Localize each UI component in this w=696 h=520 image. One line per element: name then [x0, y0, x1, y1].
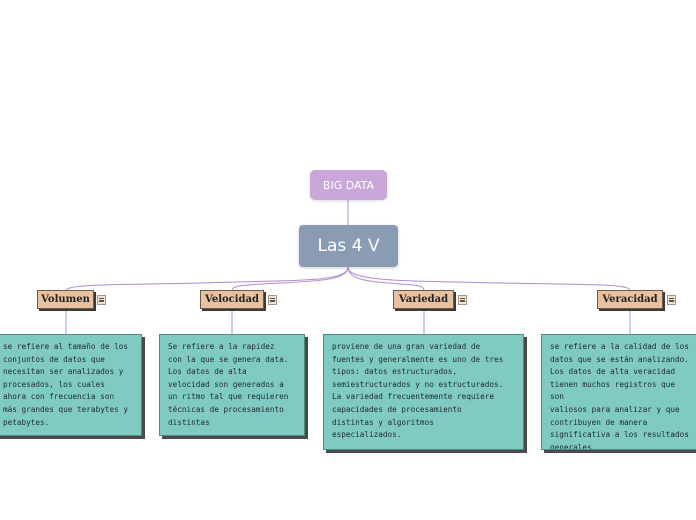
topic-variedad[interactable]: Variedad: [393, 290, 454, 309]
notes-menu-icon[interactable]: [97, 295, 106, 305]
notes-menu-icon[interactable]: [268, 295, 277, 305]
topic-variedad-label: Variedad: [398, 294, 449, 305]
note-veracidad: se refiere a la calidad de los datos que…: [541, 334, 696, 450]
note-volumen: se refiere al tamaño de los conjuntos de…: [0, 334, 142, 436]
main-topic-las-4-v[interactable]: Las 4 V: [299, 225, 398, 267]
note-variedad: proviene de una gran variedad de fuentes…: [323, 334, 524, 450]
topic-volumen[interactable]: Volumen: [37, 290, 94, 309]
topic-volumen-label: Volumen: [41, 294, 90, 305]
note-velocidad: Se refiere a la rapidez con la que se ge…: [159, 334, 305, 436]
connector-main-veracidad: [347, 266, 631, 291]
notes-menu-icon[interactable]: [458, 295, 467, 305]
notes-menu-icon[interactable]: [667, 295, 676, 305]
connector-main-variedad: [347, 266, 425, 291]
main-topic-label: Las 4 V: [317, 236, 380, 256]
root-topic-big-data[interactable]: BIG DATA: [310, 170, 387, 200]
topic-veracidad-label: Veracidad: [602, 294, 658, 305]
topic-veracidad[interactable]: Veracidad: [597, 290, 663, 309]
topic-velocidad[interactable]: Velocidad: [200, 290, 264, 309]
topic-velocidad-label: Velocidad: [204, 294, 260, 305]
root-topic-label: BIG DATA: [322, 178, 375, 192]
connector-main-velocidad: [231, 266, 349, 291]
connector-main-volumen: [65, 266, 349, 291]
